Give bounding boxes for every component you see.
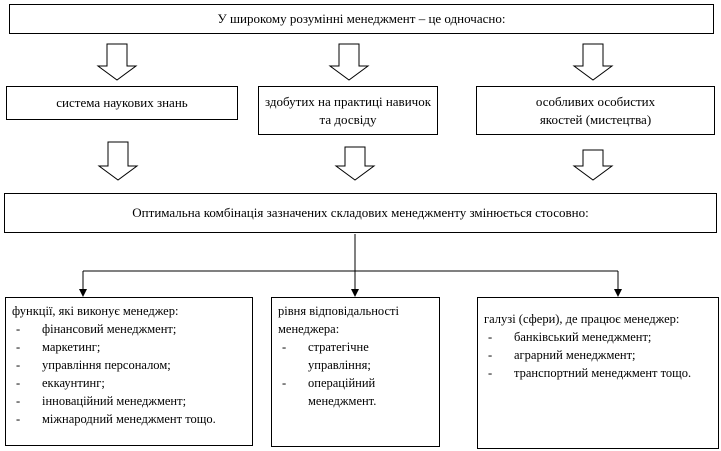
category-box-functions: функції, які виконує менеджер: фінансови… — [5, 297, 253, 446]
category-list: банківський менеджмент; аграрний менеджм… — [484, 328, 712, 382]
list-item: інноваційний менеджмент; — [12, 392, 246, 410]
category-heading: рівня відповідальності менеджера: — [278, 304, 399, 336]
title-text: У широкому розумінні менеджмент – це одн… — [217, 11, 506, 26]
category-heading: галузі (сфери), де працює менеджер: — [484, 312, 680, 326]
list-item: управління персоналом; — [12, 356, 246, 374]
arrowhead-left — [79, 289, 87, 297]
list-item: міжнародний менеджмент тощо. — [12, 410, 246, 428]
category-box-responsibility: рівня відповідальності менеджера: страте… — [271, 297, 440, 447]
list-item: фінансовий менеджмент; — [12, 320, 246, 338]
block-arrow-3 — [572, 43, 614, 81]
category-heading: функції, які виконує менеджер: — [12, 304, 179, 318]
list-item: маркетинг; — [12, 338, 246, 356]
category-list: фінансовий менеджмент; маркетинг; управл… — [12, 320, 246, 428]
component-box-qualities: особливих особистих якостей (мистецтва) — [476, 86, 715, 135]
list-item: банківський менеджмент; — [484, 328, 712, 346]
block-arrow-2 — [328, 43, 370, 81]
block-arrow-5 — [334, 146, 376, 181]
component-box-knowledge: система наукових знань — [6, 86, 238, 120]
combination-box: Оптимальна комбінація зазначених складов… — [4, 193, 717, 233]
list-item: стратегічне управління; — [278, 338, 433, 374]
block-arrow-1 — [96, 43, 138, 81]
list-item: аграрний менеджмент; — [484, 346, 712, 364]
block-arrow-6 — [572, 149, 614, 181]
list-item: еккаунтинг; — [12, 374, 246, 392]
list-item: операційний менеджмент. — [278, 374, 433, 410]
list-item: транспортний менеджмент тощо. — [484, 364, 712, 382]
block-arrow-4 — [97, 141, 139, 181]
component-text: здобутих на практиці навичок та досвіду — [265, 93, 432, 127]
component-text: особливих особистих якостей (мистецтва) — [535, 93, 656, 127]
category-box-industry: галузі (сфери), де працює менеджер: банк… — [477, 297, 719, 449]
combination-text: Оптимальна комбінація зазначених складов… — [132, 205, 589, 220]
component-box-skills: здобутих на практиці навичок та досвіду — [258, 86, 438, 135]
component-text: система наукових знань — [56, 95, 188, 110]
title-box: У широкому розумінні менеджмент – це одн… — [9, 4, 714, 34]
category-list: стратегічне управління; операційний мене… — [278, 338, 433, 410]
arrowhead-mid — [351, 289, 359, 297]
arrowhead-right — [614, 289, 622, 297]
